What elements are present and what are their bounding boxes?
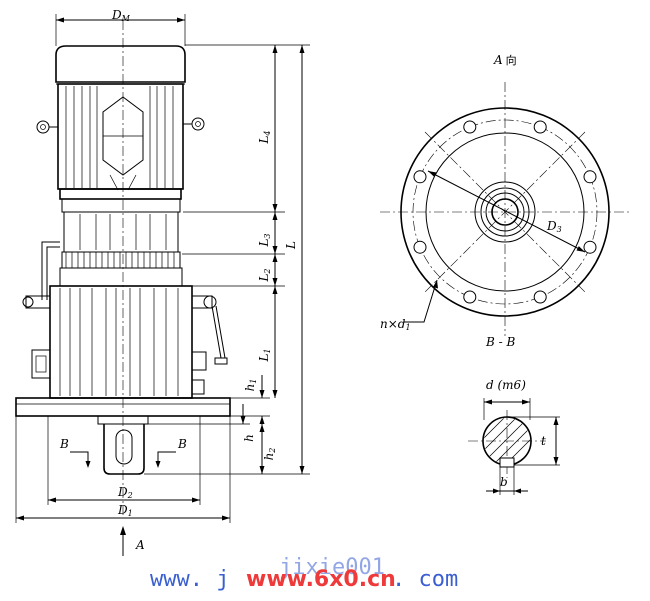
watermark-right: . com [392,567,458,592]
label-t: t [541,434,546,448]
motor-flange [59,188,182,200]
terminal-box [102,96,144,176]
bottom-dimensions [15,416,231,523]
bolt-hole [413,170,427,184]
bolt-hole [583,170,597,184]
label-b-left: B [59,437,69,451]
label-b-b: B - B [485,335,516,349]
label-n-d1: n×d1 [380,317,411,332]
lifting-eye-right [183,117,205,131]
output-boss [97,416,149,425]
label-l3: L3 [257,233,272,247]
fitting-left-upper [25,295,51,309]
label-d2: D2 [117,485,133,500]
label-l2: L2 [257,268,272,282]
n-d1-leader [404,279,438,323]
shaft-key [115,429,133,465]
front-view: DM L4 L3 L L2 L1 h1 h h2 D2 D1 A B B [15,8,310,556]
lifting-eye-left [36,120,58,134]
drain-plug-left [31,349,51,379]
motor-fins [65,86,174,188]
watermark-left: www. j [150,567,229,592]
watermark: jixie001 www. j www.6x0.cn . com [150,555,458,592]
label-h1: h1 [243,379,258,392]
spigot-circle [425,132,585,292]
label-d-m6: d (m6) [486,378,526,392]
label-d3: D3 [546,219,562,234]
fitting-right-lower [191,379,205,395]
bolt-hole [413,240,427,254]
section-markers [70,451,176,468]
reducer-ribs [59,288,179,396]
bolt-hole [463,120,477,134]
vertical-dimensions [144,44,310,475]
label-h: h [242,434,256,442]
base-flange [15,397,231,417]
oil-pipe [41,241,60,300]
watermark-center: www.6x0.cn [246,567,396,592]
reducer-housing [49,285,193,399]
bolt-holes [413,120,597,304]
watermark-behind: jixie001 [279,555,385,580]
fitting-right-middle [191,351,207,371]
keyway [499,457,515,468]
output-shaft [103,424,145,475]
bolt-hole [533,120,547,134]
label-l1: L1 [257,348,272,362]
d3-dimension [427,170,586,253]
dm-dimension [55,14,186,46]
label-a: A [135,538,145,552]
label-d1: D1 [117,503,133,518]
bolt-hole [533,290,547,304]
label-b-right: B [177,437,187,451]
shaft-section: d (m6) t b [468,378,560,495]
bolt-circle [412,119,598,305]
adapter-ribs [79,214,167,250]
motor-top-cap [55,45,186,83]
label-h2: h2 [262,448,277,461]
bolt-hole [583,240,597,254]
shaft-circle [491,198,519,226]
label-l4: L4 [257,130,272,144]
label-b: b [500,475,508,489]
view-a-arrow [120,526,126,556]
boss-circle [474,181,536,243]
bolt-hole [463,290,477,304]
label-dm: DM [111,8,131,23]
outer-flange-circle [400,107,610,317]
oil-gauge [211,305,226,359]
label-l: L [284,241,298,250]
fitting-right-upper [191,295,213,309]
adapter-housing [63,211,179,253]
